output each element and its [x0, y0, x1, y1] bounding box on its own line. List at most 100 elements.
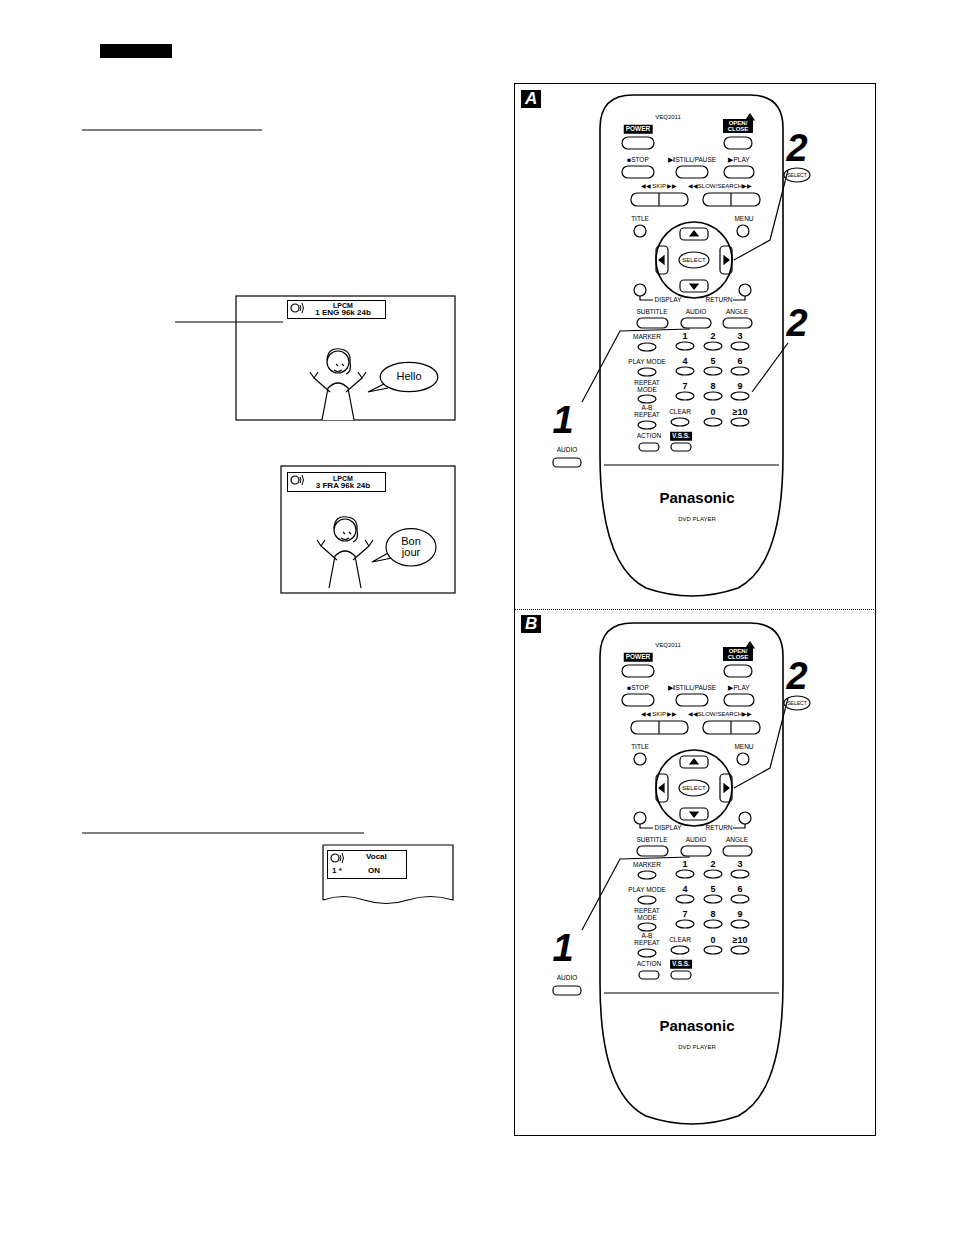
leader-line — [752, 343, 788, 392]
button-label: AUDIO — [686, 837, 707, 844]
button-label: RETURN — [705, 825, 732, 832]
button-label: MENU — [734, 744, 753, 751]
button-number: 8 — [710, 382, 715, 391]
button-number: 6 — [737, 885, 742, 894]
vocal-title: Vocal — [366, 853, 387, 861]
button-label: ■STOP — [627, 157, 649, 164]
callout-number: 2 — [786, 657, 807, 695]
vocal-state: ON — [368, 867, 380, 875]
model-number: VEQ2011 — [655, 114, 681, 120]
button-label: A-B REPEAT — [632, 933, 662, 946]
button-label: ACTION — [637, 433, 662, 440]
button-label: SUBTITLE — [636, 837, 667, 844]
button-label: POWER — [624, 125, 653, 134]
button-label: PLAY MODE — [628, 359, 665, 366]
select-icon — [784, 168, 810, 182]
button-label: AUDIO — [686, 309, 707, 316]
button-number: ≥10 — [733, 408, 748, 417]
product-name: DVD PLAYER — [678, 516, 716, 522]
button-label: MARKER — [633, 862, 661, 869]
audio-osd: LPCM3 FRA 96k 24b — [287, 472, 386, 492]
button-label: ▶PLAY — [728, 157, 749, 164]
button-number: 3 — [737, 332, 742, 341]
audio-track: 3 FRA 96k 24b — [316, 482, 370, 490]
product-name: DVD PLAYER — [678, 1044, 716, 1050]
button-number: 6 — [737, 357, 742, 366]
leader-line — [582, 329, 690, 402]
icon-label: AUDIO — [557, 447, 578, 454]
button-number: 7 — [682, 910, 687, 919]
button-number: 1 — [682, 860, 687, 869]
audio-osd: LPCM1 ENG 96k 24b — [287, 300, 386, 319]
button-label: RETURN — [705, 297, 732, 304]
button-number: 3 — [737, 860, 742, 869]
button-number: 5 — [710, 885, 715, 894]
button-label: REPEAT MODE — [632, 380, 662, 393]
button-label: ▶‖STILL/PAUSE — [668, 685, 716, 692]
button-label: PLAY MODE — [628, 887, 665, 894]
speech-text: Hello — [396, 371, 421, 383]
button-label: DISPLAY — [655, 825, 682, 832]
button-label: MENU — [734, 216, 753, 223]
heading-rule — [82, 833, 364, 834]
button-number: 2 — [710, 860, 715, 869]
audio-format: LPCM — [333, 302, 353, 309]
remote-control — [553, 623, 810, 1124]
button-label: TITLE — [631, 744, 649, 751]
button-number: 0 — [710, 408, 715, 417]
button-number: 2 — [710, 332, 715, 341]
button-label: ▶‖STILL/PAUSE — [668, 157, 716, 164]
button-number: 5 — [710, 357, 715, 366]
button-number: 8 — [710, 910, 715, 919]
speech-bubble: Bon jour — [385, 527, 437, 568]
remote-control — [553, 95, 810, 596]
panel-letter: B — [521, 615, 541, 633]
callout-number: 1 — [552, 929, 573, 967]
button-label: ■STOP — [627, 685, 649, 692]
icon-label: AUDIO — [557, 975, 578, 982]
button-label: ▶PLAY — [728, 685, 749, 692]
section-bar — [100, 44, 172, 58]
button-label: ANGLE — [726, 309, 748, 316]
button-number: 9 — [737, 910, 742, 919]
model-number: VEQ2011 — [655, 642, 681, 648]
button-number: 1 — [682, 332, 687, 341]
heading-rule — [82, 130, 262, 131]
vocal-track: 1 * — [332, 867, 342, 875]
button-number: 4 — [682, 357, 687, 366]
button-label: TITLE — [631, 216, 649, 223]
callout-number: 2 — [786, 304, 807, 342]
button-label: OPEN/ CLOSE — [723, 647, 753, 661]
button-number: 7 — [682, 382, 687, 391]
button-label: DISPLAY — [655, 297, 682, 304]
icon-label: SELECT — [787, 173, 806, 178]
button-label: MARKER — [633, 334, 661, 341]
button-label: ◀◀ SKIP ▶▶ — [641, 183, 678, 189]
audio-track: 1 ENG 96k 24b — [315, 309, 371, 317]
button-number: 9 — [737, 382, 742, 391]
button-label: ANGLE — [726, 837, 748, 844]
speech-bubble: Hello — [379, 361, 439, 393]
button-label: ACTION — [637, 961, 662, 968]
button-label: ◀◀SLOW/SEARCH▶▶ — [688, 711, 752, 717]
audio-icon — [553, 458, 581, 467]
button-label: CLEAR — [669, 937, 691, 944]
button-label: SUBTITLE — [636, 309, 667, 316]
button-number: ≥10 — [733, 936, 748, 945]
button-label: POWER — [624, 653, 653, 662]
button-label: ◀◀ SKIP ▶▶ — [641, 711, 678, 717]
brand-logo: Panasonic — [659, 1018, 734, 1033]
button-label: V.S.S. — [670, 432, 692, 441]
audio-format: LPCM — [333, 475, 353, 482]
button-label: ◀◀SLOW/SEARCH▶▶ — [688, 183, 752, 189]
callout-number: 1 — [552, 401, 573, 439]
button-label: SELECT — [682, 785, 705, 791]
button-label: A-B REPEAT — [632, 405, 662, 418]
button-label: SELECT — [682, 257, 705, 263]
callout-number: 2 — [786, 129, 807, 167]
button-number: 4 — [682, 885, 687, 894]
vocal-osd: Vocal 1 * ON — [327, 850, 407, 879]
button-label: V.S.S. — [670, 960, 692, 969]
button-number: 0 — [710, 936, 715, 945]
brand-logo: Panasonic — [659, 490, 734, 505]
